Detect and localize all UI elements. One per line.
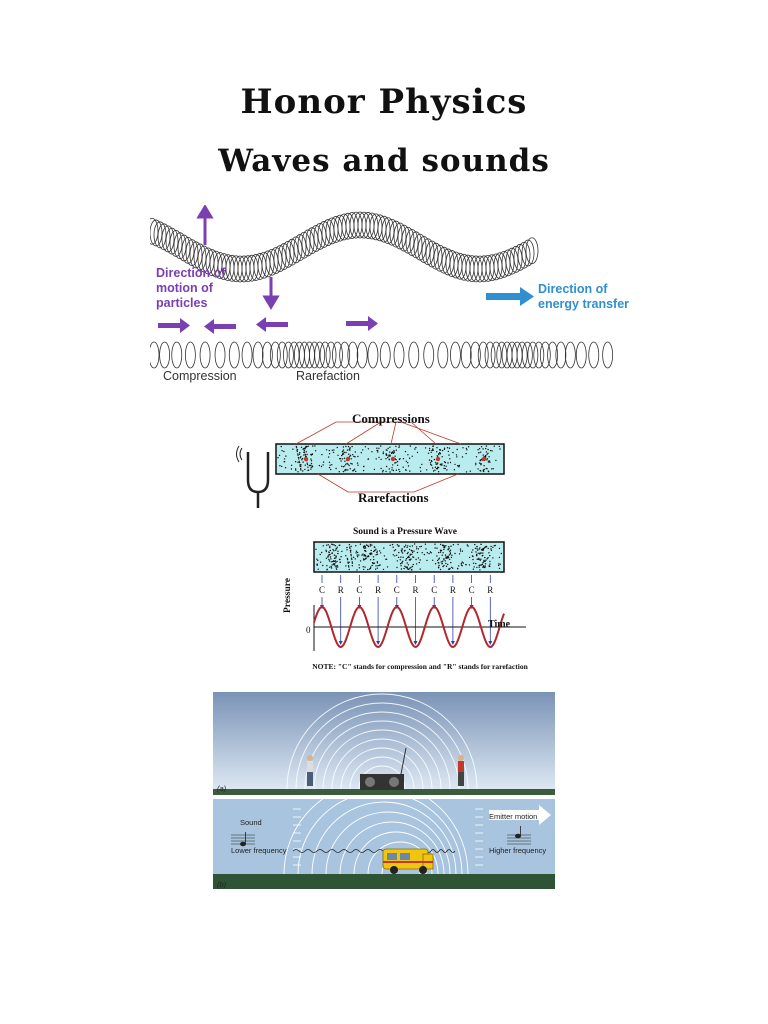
note-text: NOTE: "C" stands for compression and "R"…: [312, 662, 528, 671]
direction-particles-label: Direction of motion of particles: [156, 266, 226, 310]
page-subtitle: Waves and sounds: [218, 143, 550, 179]
panel-a-label: (a): [217, 784, 227, 793]
panel-b-label: (b): [217, 880, 227, 889]
sound-label: Sound: [240, 818, 262, 827]
compression-label: Compression: [163, 369, 237, 383]
tuning-fork-icon: [236, 445, 270, 508]
stationary-source-figure: [213, 692, 555, 795]
listener-left-icon: [307, 755, 313, 786]
pressure-wave-title: Sound is a Pressure Wave: [353, 527, 457, 537]
time-label: Time: [488, 619, 511, 630]
energy-transfer-arrow: [486, 287, 534, 306]
zero-label: 0: [306, 625, 311, 635]
longitudinal-coil: [150, 341, 614, 369]
listener-right-icon: [458, 755, 464, 786]
pressure-molecules: [315, 543, 502, 571]
page-title: Honor Physics: [240, 82, 528, 122]
ambulance-icon: [382, 848, 434, 874]
pressure-label: Pressure: [283, 577, 293, 613]
emitter-motion-arrow: [489, 805, 551, 825]
compressions-label: Compressions: [352, 411, 430, 426]
direction-energy-label: Direction of energy transfer: [538, 282, 630, 311]
marker-c: C: [394, 585, 400, 595]
marker-c: C: [431, 585, 437, 595]
marker-c: C: [319, 585, 325, 595]
higher-frequency-label: Higher frequency: [489, 846, 547, 855]
air-molecules: [277, 445, 501, 473]
pressure-wave-line: [313, 605, 505, 649]
marker-r: R: [487, 585, 493, 595]
marker-r: R: [412, 585, 418, 595]
marker-r: R: [338, 585, 344, 595]
rarefaction-label: Rarefaction: [296, 369, 360, 383]
emitter-motion-label: Emitter motion: [489, 812, 538, 821]
transverse-coil: [150, 211, 539, 283]
boombox-icon: [360, 747, 407, 790]
lower-frequency-label: Lower frequency: [231, 846, 287, 855]
high-note-icon: [507, 826, 531, 845]
marker-c: C: [356, 585, 362, 595]
marker-c: C: [469, 585, 475, 595]
air-tube: [275, 443, 505, 475]
particle-motion-arrows: [196, 205, 280, 310]
low-note-icon: [231, 832, 255, 847]
rarefactions-label: Rarefactions: [358, 490, 429, 505]
slinky-wave-figure: [150, 205, 614, 369]
tuning-fork-tube-figure: [236, 421, 505, 508]
compression-arrows: [158, 316, 378, 334]
marker-r: R: [375, 585, 381, 595]
doppler-figure: [213, 799, 555, 889]
marker-r: R: [450, 585, 456, 595]
